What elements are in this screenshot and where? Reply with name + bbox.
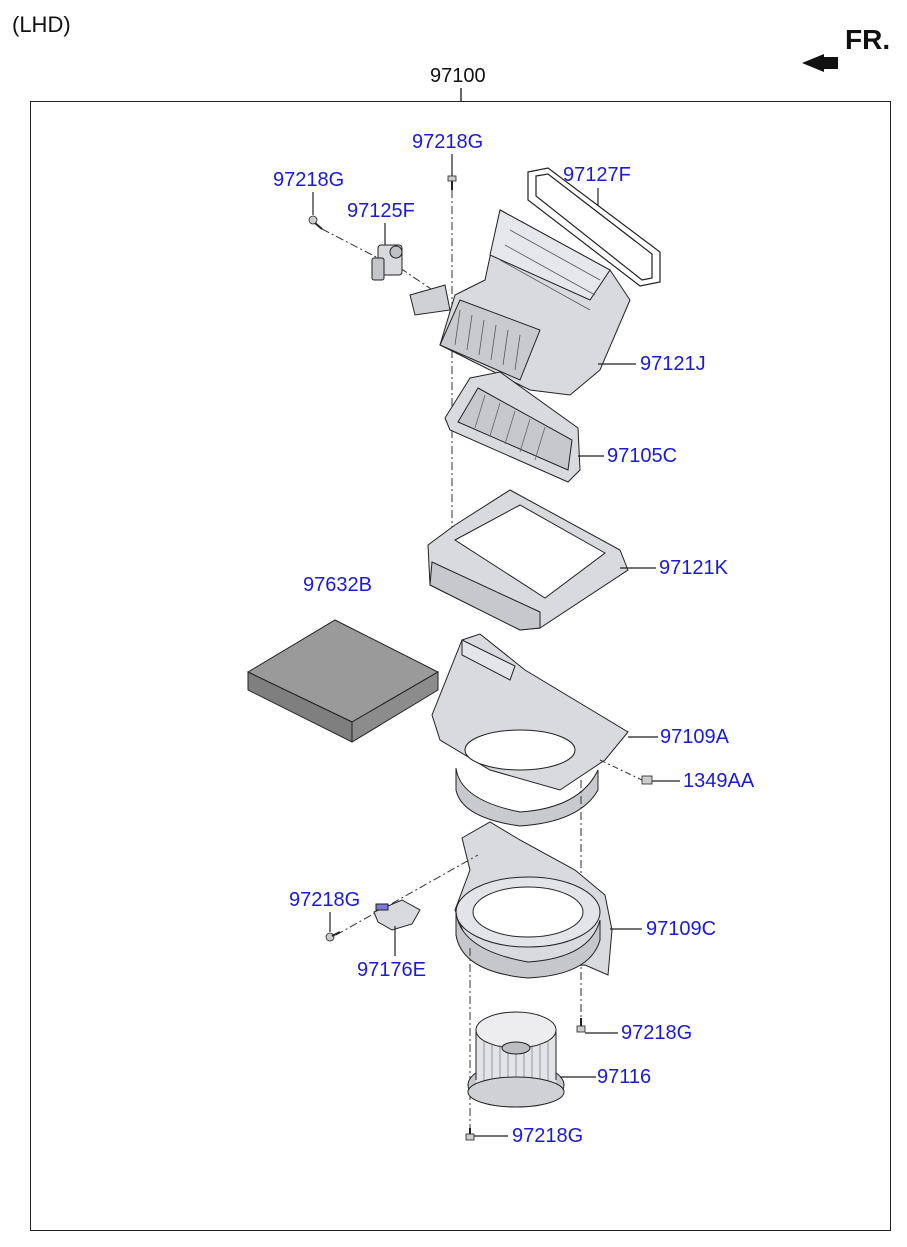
part-label-97218g[interactable]: 97218G <box>512 1125 584 1147</box>
front-arrow-icon <box>802 54 838 72</box>
part-label-97116[interactable]: 97116 <box>597 1066 652 1088</box>
frame-part <box>427 489 629 631</box>
part-label-97218g[interactable]: 97218G <box>289 889 361 911</box>
part-label-97105c[interactable]: 97105C <box>607 445 678 467</box>
upper-case-part <box>431 633 629 827</box>
door-part <box>444 371 581 483</box>
part-label-97127f[interactable]: 97127F <box>563 164 631 186</box>
part-label-97121j[interactable]: 97121J <box>640 353 706 375</box>
screw-icon <box>325 931 341 942</box>
part-label-97109a[interactable]: 97109A <box>660 726 729 748</box>
leader-lines <box>312 154 680 1137</box>
resistor-part <box>373 899 421 931</box>
part-label-97632b[interactable]: 97632B <box>303 574 372 596</box>
front-direction-label: FR. <box>845 24 891 55</box>
part-label-97121k[interactable]: 97121K <box>659 557 728 579</box>
variant-label: (LHD) <box>12 12 71 37</box>
blower-motor-part <box>467 1011 565 1108</box>
part-label-97218g[interactable]: 97218G <box>621 1022 693 1044</box>
diagram-frame <box>30 101 891 1231</box>
screw-icon <box>576 1018 586 1033</box>
part-label-1349aa[interactable]: 1349AA <box>683 770 755 792</box>
part-label-97125f[interactable]: 97125F <box>347 200 415 222</box>
gasket-part <box>527 167 661 287</box>
clip-icon <box>641 775 653 785</box>
screw-icon <box>447 175 457 190</box>
part-label-97109c[interactable]: 97109C <box>646 918 717 940</box>
screw-icon <box>465 1128 475 1141</box>
part-label-97218g[interactable]: 97218G <box>412 131 484 153</box>
cabin-filter-part <box>246 619 440 743</box>
part-label-97218g[interactable]: 97218G <box>273 169 345 191</box>
part-label-97176e[interactable]: 97176E <box>357 959 426 981</box>
actuator-part <box>371 244 403 281</box>
assembly-number[interactable]: 97100 <box>430 65 486 87</box>
screw-icon <box>308 215 323 230</box>
intake-housing-part <box>409 209 631 396</box>
lower-case-part <box>454 821 613 979</box>
